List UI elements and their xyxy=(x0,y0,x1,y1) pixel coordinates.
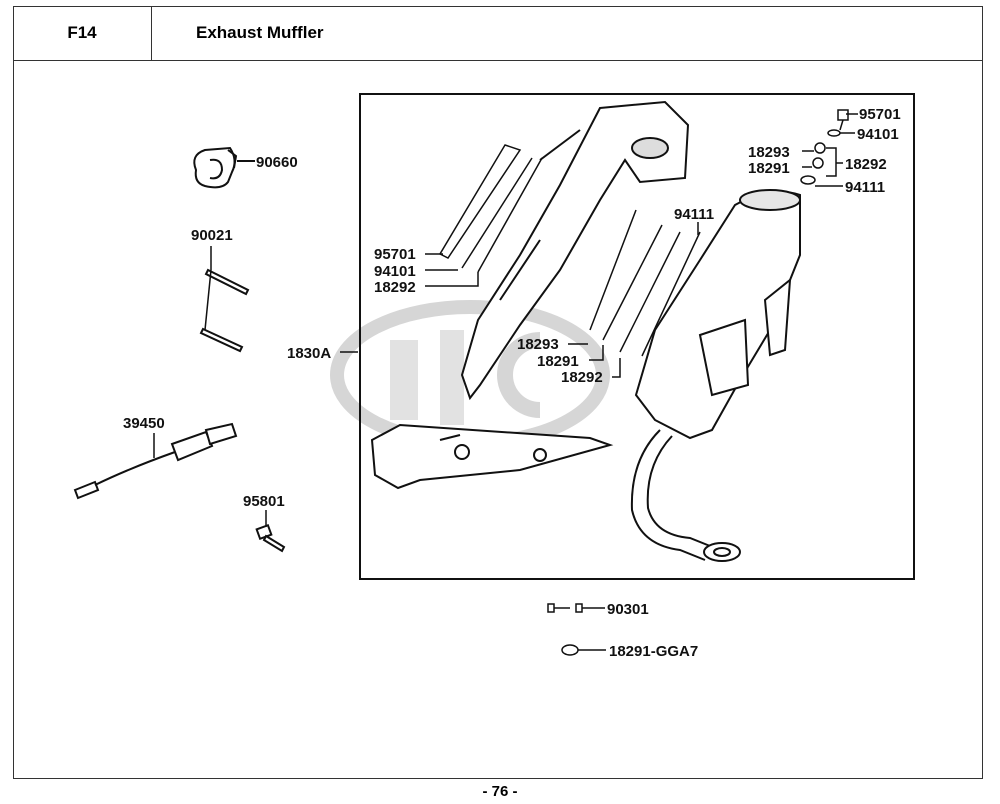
callout-18292-left: 18292 xyxy=(374,279,416,296)
callout-94101-right: 94101 xyxy=(857,126,899,143)
callout-18291-GGA7: 18291-GGA7 xyxy=(609,643,698,660)
clamp-icon xyxy=(193,146,238,189)
callout-1830A: 1830A xyxy=(287,345,331,362)
bolt-icon xyxy=(547,603,592,613)
callout-39450: 39450 xyxy=(123,415,165,432)
callout-90660: 90660 xyxy=(256,154,298,171)
callout-18291-right: 18291 xyxy=(748,160,790,177)
assembly-box xyxy=(359,93,915,580)
exhaust-pipe-icon xyxy=(630,429,741,562)
muffler-icon xyxy=(634,189,801,440)
oxygen-sensor-icon xyxy=(73,422,238,500)
callout-90301: 90301 xyxy=(607,601,649,618)
callout-18291-mid: 18291 xyxy=(537,353,579,370)
bolt-icon xyxy=(438,144,543,273)
callout-95701-left: 95701 xyxy=(374,246,416,263)
callout-18293-mid: 18293 xyxy=(517,336,559,353)
callout-94101-left: 94101 xyxy=(374,263,416,280)
gasket-icon xyxy=(589,209,701,357)
gasket-icon xyxy=(561,644,579,656)
bolt-icon xyxy=(255,523,286,553)
page-number: - 76 - xyxy=(482,783,518,800)
callout-18292-right: 18292 xyxy=(845,156,887,173)
section-code: F14 xyxy=(67,23,97,42)
page-frame xyxy=(13,6,983,779)
callout-94111-right: 94111 xyxy=(845,179,885,196)
header-separator xyxy=(151,6,152,60)
page-title: Exhaust Muffler xyxy=(196,23,324,42)
watermark-logo xyxy=(330,300,610,450)
callout-18293-right: 18293 xyxy=(748,144,790,161)
callout-95701-right: 95701 xyxy=(859,106,901,123)
bolt-icon xyxy=(800,109,849,185)
end-cap-icon xyxy=(370,423,614,490)
callout-18292-mid: 18292 xyxy=(561,369,603,386)
header-divider xyxy=(13,60,983,61)
callout-94111-mid: 94111 xyxy=(674,206,714,223)
callout-90021: 90021 xyxy=(191,227,233,244)
callout-95801: 95801 xyxy=(243,493,285,510)
stud-bolt-icon xyxy=(199,268,250,353)
heat-shield-icon xyxy=(460,100,690,401)
